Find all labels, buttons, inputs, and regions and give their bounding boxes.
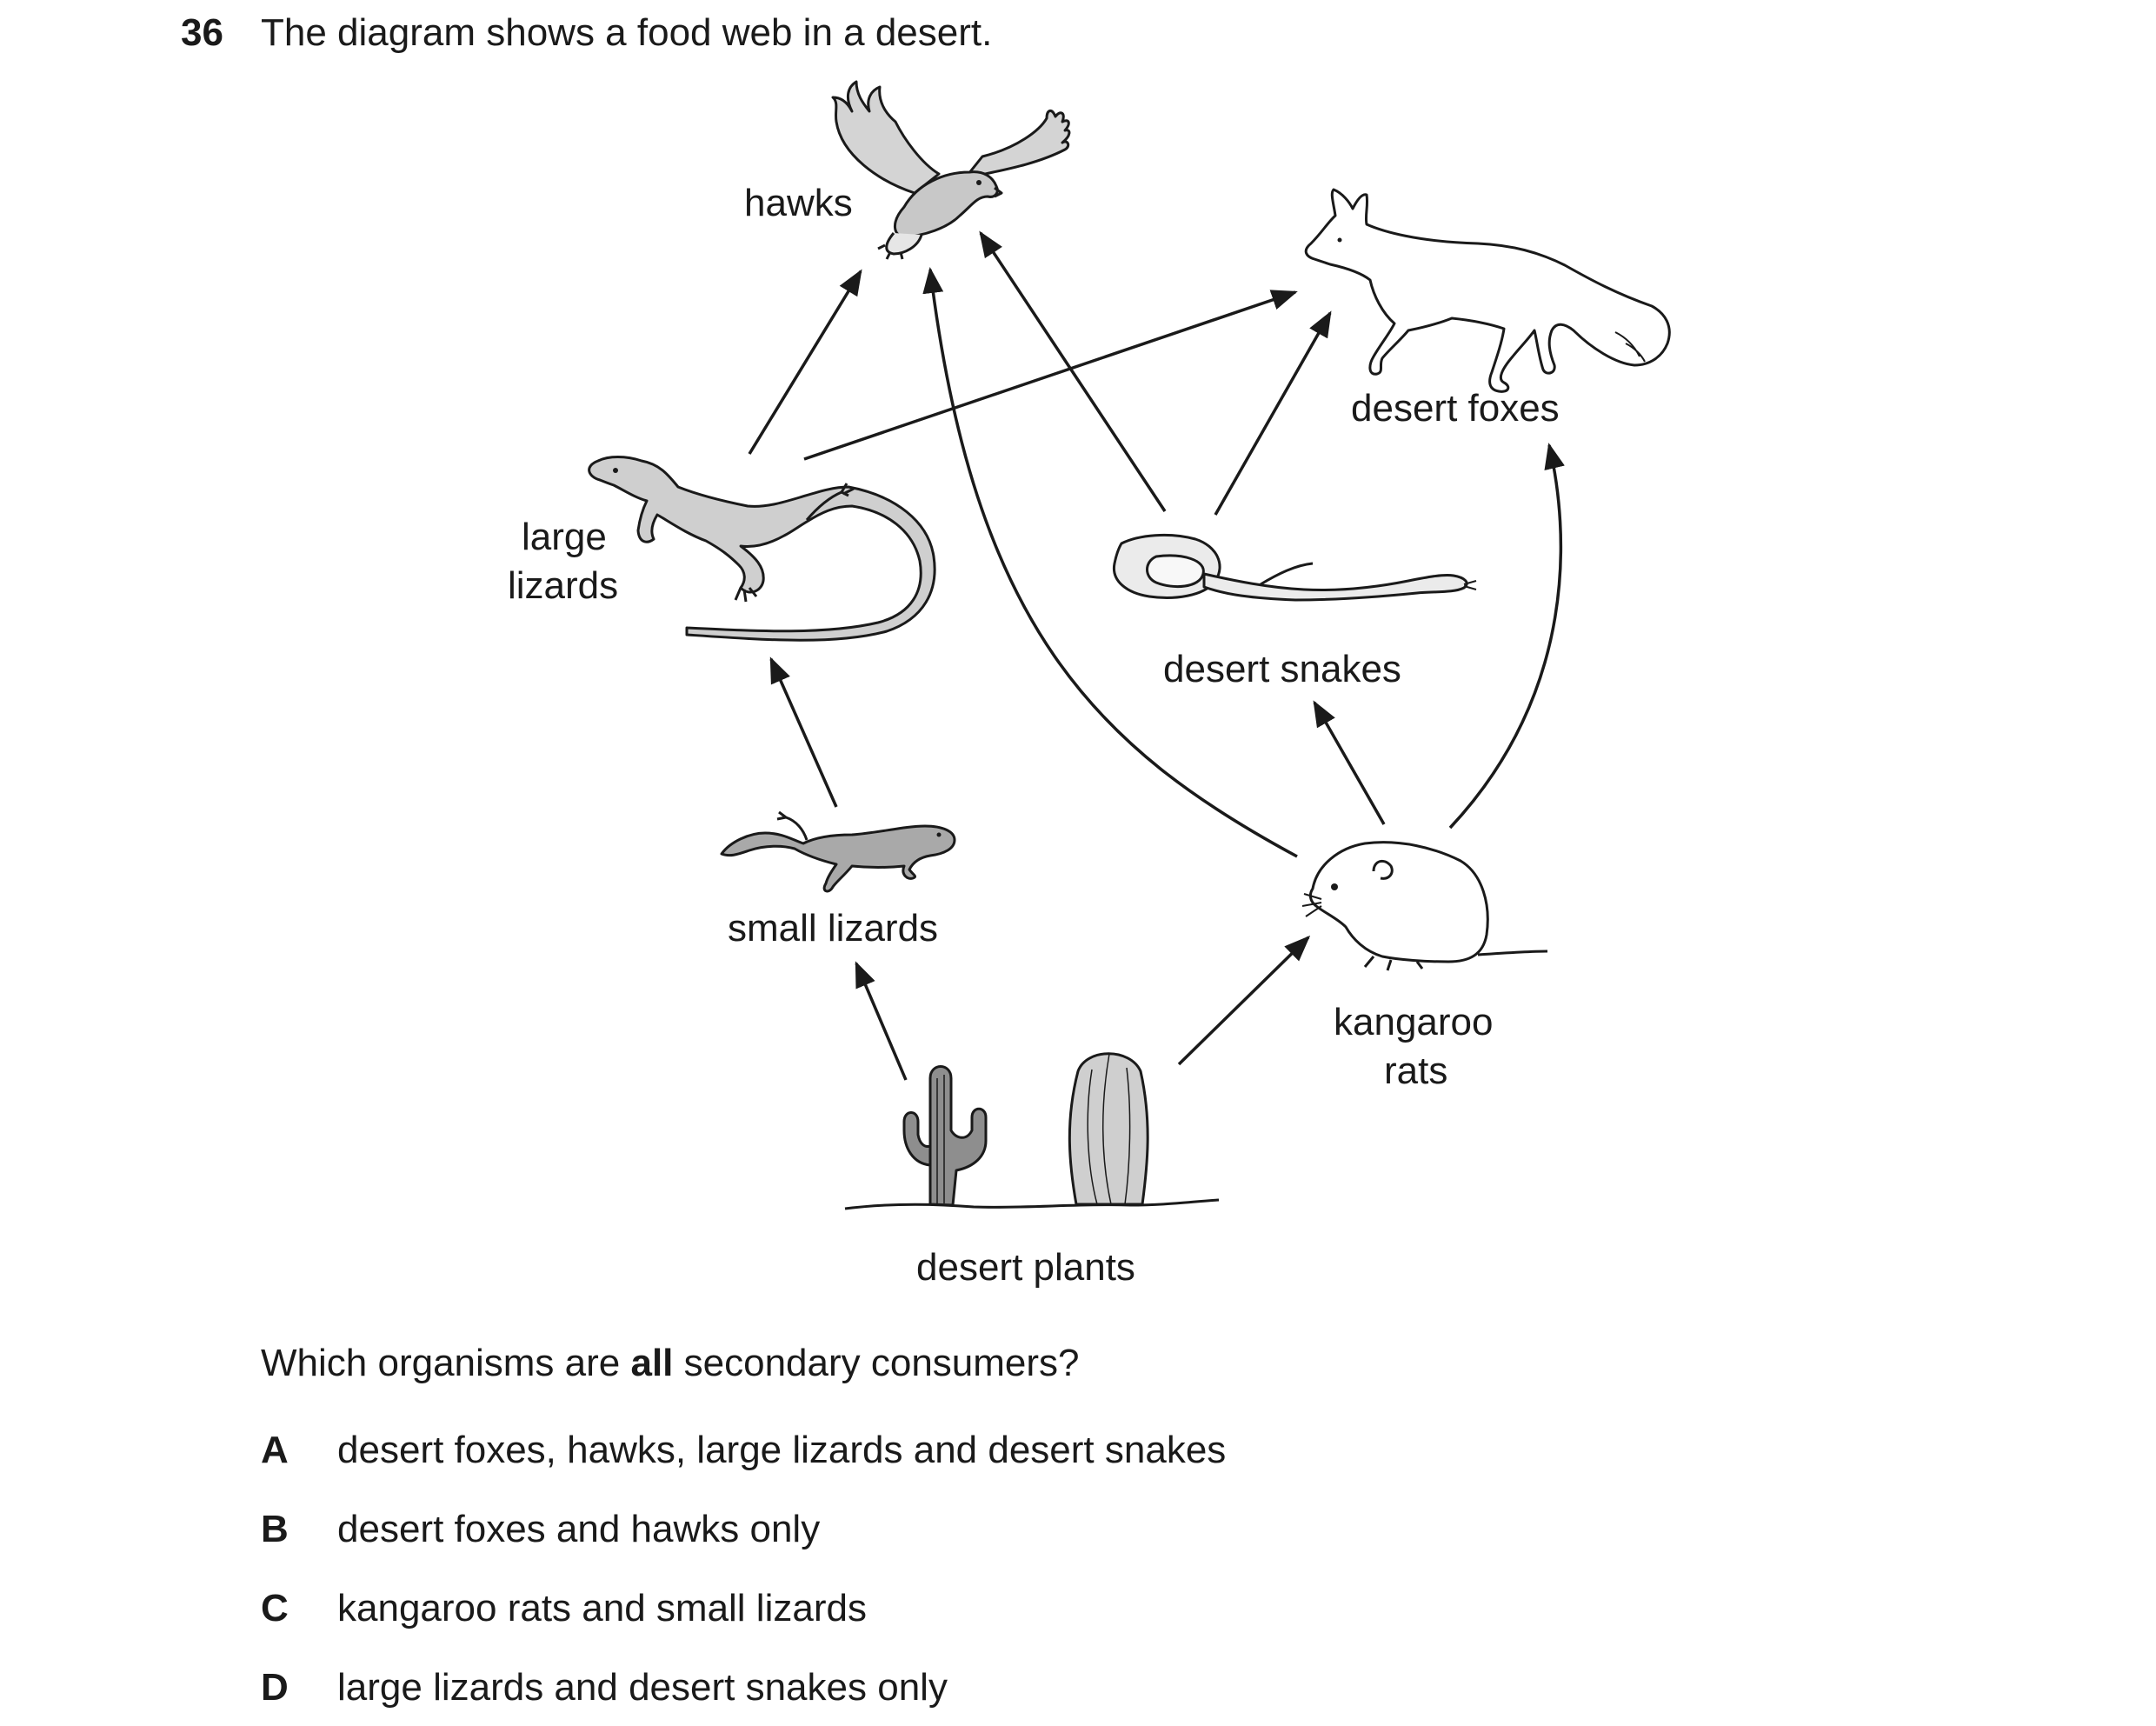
arrow-plants-to-small-lizards — [855, 961, 908, 1081]
arrow-large-lizards-to-hawks — [748, 269, 862, 455]
prompt-text-after: secondary consumers? — [673, 1342, 1080, 1384]
arrow-large-lizards-to-foxes — [803, 290, 1298, 461]
option-a-letter: A — [261, 1429, 289, 1471]
label-small-lizards: small lizards — [728, 907, 938, 950]
arrow-kangaroo-rats-to-hawks — [922, 267, 1298, 858]
prompt-emphasis: all — [630, 1342, 674, 1384]
question-intro: The diagram shows a food web in a desert… — [261, 11, 993, 54]
option-c-text: kangaroo rats and small lizards — [337, 1587, 867, 1629]
arrow-small-lizards-to-large-lizards — [769, 656, 838, 808]
arrow-kangaroo-rats-to-snakes — [1313, 700, 1386, 825]
label-desert-plants: desert plants — [916, 1246, 1135, 1289]
arrow-kangaroo-rats-to-foxes — [1448, 443, 1565, 830]
food-web-diagram: hawks desert foxes large lizards desert … — [508, 80, 1671, 1289]
option-b-letter: B — [261, 1508, 289, 1550]
label-hawks: hawks — [744, 182, 853, 224]
option-d-letter: D — [261, 1666, 289, 1709]
option-c-letter: C — [261, 1587, 289, 1629]
label-large-lizards-line1: large — [522, 516, 607, 558]
hawk-illustration — [831, 80, 1071, 260]
option-b-text: desert foxes and hawks only — [337, 1508, 821, 1550]
label-large-lizards-line2: lizards — [508, 564, 618, 607]
arrow-plants-to-kangaroo-rats — [1177, 935, 1311, 1066]
small-lizard-illustration — [720, 810, 956, 893]
arrow-snakes-to-foxes — [1214, 310, 1332, 516]
label-kangaroo-rats-line1: kangaroo — [1334, 1001, 1493, 1043]
arrow-snakes-to-hawks — [979, 230, 1167, 512]
large-lizard-illustration — [588, 456, 936, 642]
label-kangaroo-rats-line2: rats — [1384, 1050, 1447, 1092]
question-number: 36 — [181, 11, 223, 54]
label-desert-snakes: desert snakes — [1163, 648, 1401, 690]
prompt-text-before: Which organisms are — [261, 1342, 631, 1384]
desert-snake-illustration — [1112, 533, 1477, 602]
option-a-text: desert foxes, hawks, large lizards and d… — [337, 1429, 1227, 1471]
desert-plants-illustration — [844, 1052, 1220, 1210]
question-prompt: Which organisms are all secondary consum… — [261, 1337, 1080, 1389]
label-desert-foxes: desert foxes — [1351, 387, 1560, 430]
option-d-text: large lizards and desert snakes only — [337, 1666, 948, 1709]
desert-fox-illustration — [1304, 188, 1671, 393]
kangaroo-rat-illustration — [1301, 841, 1548, 971]
